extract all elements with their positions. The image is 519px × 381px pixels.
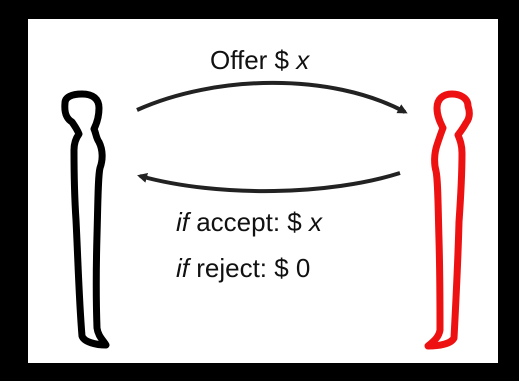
offer-arrow: [136, 80, 408, 114]
reject-label: if reject: $ 0: [176, 253, 311, 283]
response-arrow: [137, 171, 401, 194]
proposer-figure: [61, 90, 110, 349]
accept-label: if accept: $ x: [176, 207, 322, 237]
responder-figure: [424, 90, 473, 350]
offer-label: Offer $ x: [210, 45, 310, 75]
